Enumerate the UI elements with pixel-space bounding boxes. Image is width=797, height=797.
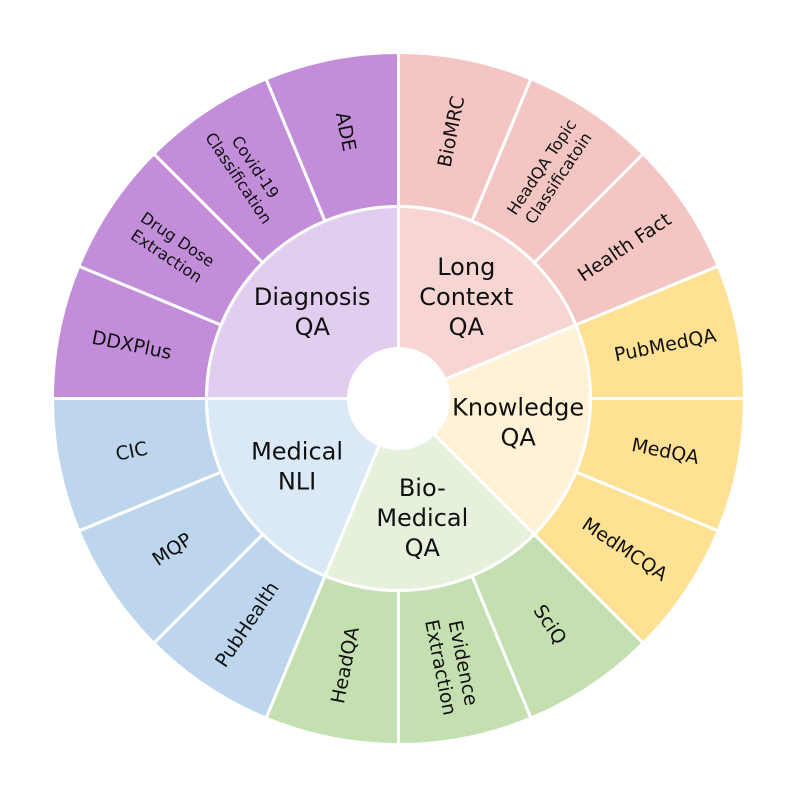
- category-label-line: QA: [295, 313, 331, 341]
- outer-ring: [50, 50, 747, 747]
- category-label-line: Medical: [376, 504, 468, 532]
- center-hole: [348, 348, 449, 449]
- category-label-line: NLI: [278, 467, 316, 495]
- inner-ring: [204, 204, 592, 592]
- category-label-line: QA: [449, 313, 485, 341]
- category-label-line: Diagnosis: [254, 283, 371, 311]
- category-label-line: Medical: [251, 437, 343, 465]
- category-label-line: Knowledge: [452, 393, 584, 421]
- category-label-line: Long: [437, 253, 495, 281]
- category-label-line: QA: [500, 423, 536, 451]
- category-label-line: Bio-: [399, 474, 446, 502]
- category-label-line: QA: [405, 534, 441, 562]
- category-label-line: Context: [419, 283, 513, 311]
